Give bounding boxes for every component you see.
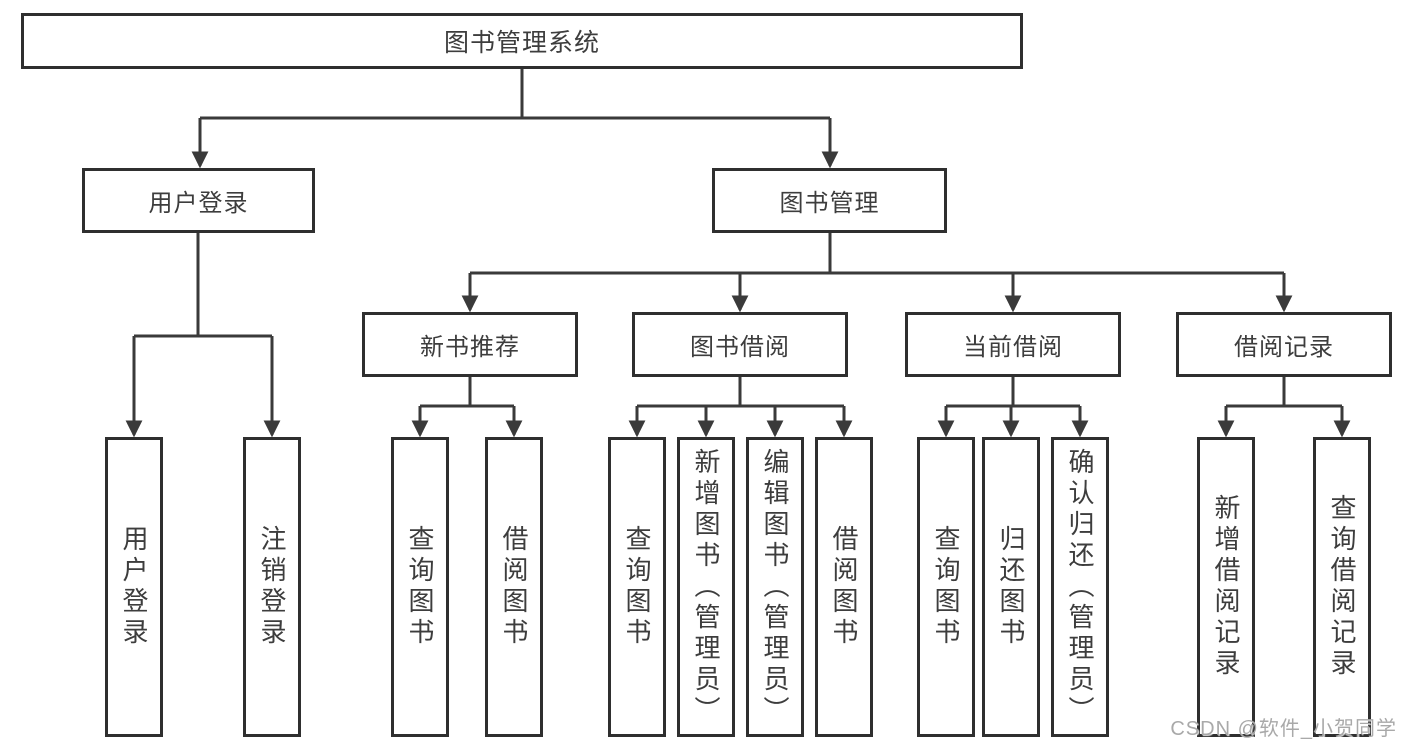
node-label: 借阅记录: [1234, 334, 1334, 361]
node-label: 当前借阅: [963, 334, 1063, 361]
branch-user-login: [125, 233, 281, 438]
node-borrow-record: 借阅记录: [1176, 312, 1392, 377]
node-label: 查询借阅记录: [1327, 494, 1357, 680]
leaf-query-borrow-record: 查询借阅记录: [1313, 437, 1371, 737]
leaf-user-login: 用户登录: [105, 437, 163, 737]
node-label: 归还图书: [996, 525, 1026, 649]
node-label: 借阅图书: [499, 525, 529, 649]
node-label: 用户登录: [148, 190, 249, 217]
node-label: 确认归还（管理员）: [1065, 447, 1095, 727]
leaf-add-borrow-record: 新增借阅记录: [1197, 437, 1255, 737]
node-label: 新增图书（管理员）: [691, 447, 721, 727]
node-label: 编辑图书（管理员）: [760, 447, 790, 727]
leaf-borrow-books: 借阅图书: [485, 437, 543, 737]
node-current-borrow: 当前借阅: [905, 312, 1121, 377]
node-label: 图书管理: [779, 190, 880, 217]
node-label: 查询图书: [622, 525, 652, 649]
node-label: 用户登录: [119, 525, 149, 649]
node-label: 图书借阅: [690, 334, 790, 361]
node-root-library-system: 图书管理系统: [21, 13, 1023, 69]
node-label: 新增借阅记录: [1211, 494, 1241, 680]
leaf-confirm-return-admin: 确认归还（管理员）: [1051, 437, 1109, 737]
node-new-book-recommend: 新书推荐: [362, 312, 578, 377]
node-user-login: 用户登录: [82, 168, 315, 233]
leaf-query-books: 查询图书: [917, 437, 975, 737]
csdn-watermark: CSDN @软件_小贺同学: [1170, 718, 1397, 740]
branch-book-management: [461, 233, 1293, 313]
node-label: 新书推荐: [420, 334, 520, 361]
node-label: 查询图书: [931, 525, 961, 649]
leaf-logout: 注销登录: [243, 437, 301, 737]
branch-borrow-record: [1217, 377, 1351, 438]
branch-current-borrow: [937, 377, 1089, 438]
branch-root: [191, 68, 839, 169]
leaf-query-books: 查询图书: [391, 437, 449, 737]
node-book-borrow: 图书借阅: [632, 312, 848, 377]
node-label: 注销登录: [257, 525, 287, 649]
leaf-add-books-admin: 新增图书（管理员）: [677, 437, 735, 737]
leaf-query-books: 查询图书: [608, 437, 666, 737]
node-label: 图书管理系统: [443, 29, 600, 57]
leaf-borrow-books: 借阅图书: [815, 437, 873, 737]
branch-book-borrow: [628, 377, 853, 438]
branch-new-recommend: [411, 377, 523, 438]
node-book-management: 图书管理: [712, 168, 947, 233]
leaf-return-books: 归还图书: [982, 437, 1040, 737]
node-label: 查询图书: [405, 525, 435, 649]
leaf-edit-books-admin: 编辑图书（管理员）: [746, 437, 804, 737]
node-label: 借阅图书: [829, 525, 859, 649]
